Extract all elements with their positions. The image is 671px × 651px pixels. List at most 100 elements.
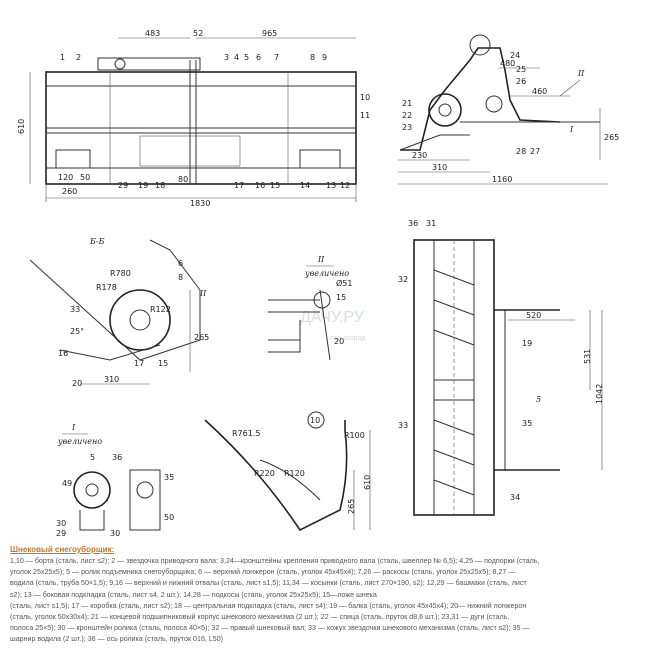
view-marker-I: I: [569, 125, 574, 134]
callout-15: 15: [270, 181, 280, 190]
callout-19-front: 19: [522, 339, 532, 348]
caption-line: полоса 25×5); 30 — кронштейн ролика (ста…: [10, 624, 530, 633]
detail-ii-parts: [268, 289, 331, 361]
detail-i-label: I: [71, 423, 76, 432]
watermark-subtext: сад огород: [330, 335, 365, 342]
dim-R220: R220: [254, 469, 275, 478]
dim-R122: R122: [150, 305, 171, 314]
dim-49: 49: [62, 479, 72, 488]
view-marker-II: II: [577, 69, 585, 78]
detail-i-note: увеличено: [57, 437, 102, 446]
callout-26: 26: [516, 77, 526, 86]
blade-profile: 10 R761.5 R100 R220 R120 610 265: [204, 411, 372, 532]
dim-483: 483: [145, 29, 160, 38]
callout-33-front: 33: [398, 421, 408, 430]
callout-10: 10: [360, 93, 370, 102]
caption-line: s2); 13 — боковая подкладка (сталь, лист…: [10, 590, 377, 599]
detail-i-side: [129, 469, 161, 531]
callout-6: 6: [256, 53, 261, 62]
callout-17-bb: 17: [134, 359, 144, 368]
callout-15-bb: 15: [158, 359, 168, 368]
dim-610-blade: 610: [363, 475, 372, 490]
callout-2: 2: [76, 53, 81, 62]
dim-80: 80: [178, 175, 188, 184]
caption-title: Шнековый снегоуборщик:: [10, 545, 115, 554]
top-view-drive-shaft: [97, 57, 201, 71]
caption: Шнековый снегоуборщик: 1,10 — борта (ста…: [10, 544, 662, 646]
caption-line: водила (сталь, труба 50×1,5); 9,16 — вер…: [10, 579, 527, 588]
callout-36-detail: 36: [112, 453, 122, 462]
dim-52: 52: [193, 29, 203, 38]
callout-20-bb: 20: [72, 379, 82, 388]
callout-28: 28: [516, 147, 526, 156]
side-view-roller: [469, 34, 491, 56]
callout-30-detail: 30: [56, 519, 66, 528]
callout-8: 8: [310, 53, 315, 62]
callout-4: 4: [234, 53, 239, 62]
callout-35-front: 35: [522, 419, 532, 428]
section-bb-auger: [109, 289, 171, 351]
dim-531: 531: [583, 349, 592, 364]
dim-965: 965: [262, 29, 277, 38]
watermark: ДАЧУ.РУ сад огород: [300, 309, 365, 342]
dim-30: 30: [110, 529, 120, 538]
section-bb-blade: [59, 344, 161, 361]
dim-R780: R780: [110, 269, 131, 278]
side-view-shaft: [438, 103, 452, 117]
detail-ii-hole: [313, 291, 331, 309]
side-view-hub: [485, 95, 503, 113]
caption-line: уголок 25х25х5); 5 — ролик подъемника сн…: [10, 568, 516, 577]
dim-310-bb: 310: [104, 375, 119, 384]
callout-22: 22: [402, 111, 412, 120]
caption-line: шарнир водила (2 шт.); 36 — ось ролика (…: [10, 635, 224, 644]
front-view: 520 531 1042 36 31 32 19 35 33 34 5: [398, 219, 604, 516]
callout-6-bb: 6: [178, 259, 183, 268]
dim-265-blade: 265: [347, 499, 356, 514]
dim-R178: R178: [96, 283, 117, 292]
section-bb-shaft: [129, 309, 151, 331]
callout-9: 9: [322, 53, 327, 62]
dim-265-bb: 265: [194, 333, 209, 342]
detail-ii: II увеличено Ø51 15 20: [268, 255, 352, 361]
dim-d51: Ø51: [336, 278, 352, 288]
section-bb-title: Б-Б: [89, 237, 105, 246]
callout-13: 13: [326, 181, 336, 190]
dim-520: 520: [526, 311, 541, 320]
callout-16-bb: 16: [58, 349, 68, 358]
dim-50: 50: [80, 173, 90, 182]
view-marker-5: 5: [536, 395, 541, 404]
detail-i-axle: [85, 483, 99, 497]
callout-5-detail: 5: [90, 453, 95, 462]
caption-line: (сталь, лист s1,5); 17 — коробка (сталь,…: [10, 601, 527, 610]
dim-265-side: 265: [604, 133, 619, 142]
blade-outline: [204, 419, 348, 532]
callout-31-front: 31: [426, 219, 436, 228]
dim-1160: 1160: [492, 175, 512, 184]
callout-33-bb: 33: [70, 305, 80, 314]
dim-310: 310: [432, 163, 447, 172]
dim-15: 15: [336, 293, 346, 302]
callout-16: 16: [255, 181, 265, 190]
detail-ii-note: увеличено: [304, 269, 349, 278]
callout-8-bb: 8: [178, 273, 183, 282]
section-bb-outline: [29, 239, 201, 361]
dim-50: 50: [164, 513, 174, 522]
detail-i-roller: [73, 471, 111, 509]
side-view-ski: [399, 134, 470, 151]
callout-27: 27: [530, 147, 540, 156]
detail-i-side-hub: [136, 481, 154, 499]
callout-17: 17: [234, 181, 244, 190]
callout-24: 24: [510, 51, 520, 60]
side-view-auger-housing: [428, 93, 462, 127]
blade-inner-curve: [259, 459, 321, 501]
detail-i-bracket: [79, 510, 105, 531]
callout-11: 11: [360, 111, 370, 120]
front-view-auger-flights: [433, 269, 475, 496]
dim-460: 460: [532, 87, 547, 96]
dim-120: 120: [58, 173, 73, 182]
dim-R100: R100: [344, 431, 365, 440]
callout-1: 1: [60, 53, 65, 62]
blade-marker-circle: [307, 411, 325, 429]
top-view-right-box: [299, 149, 341, 169]
side-view: 480 460 230 310 1160 265 24 25 26 21 22 …: [398, 34, 619, 185]
